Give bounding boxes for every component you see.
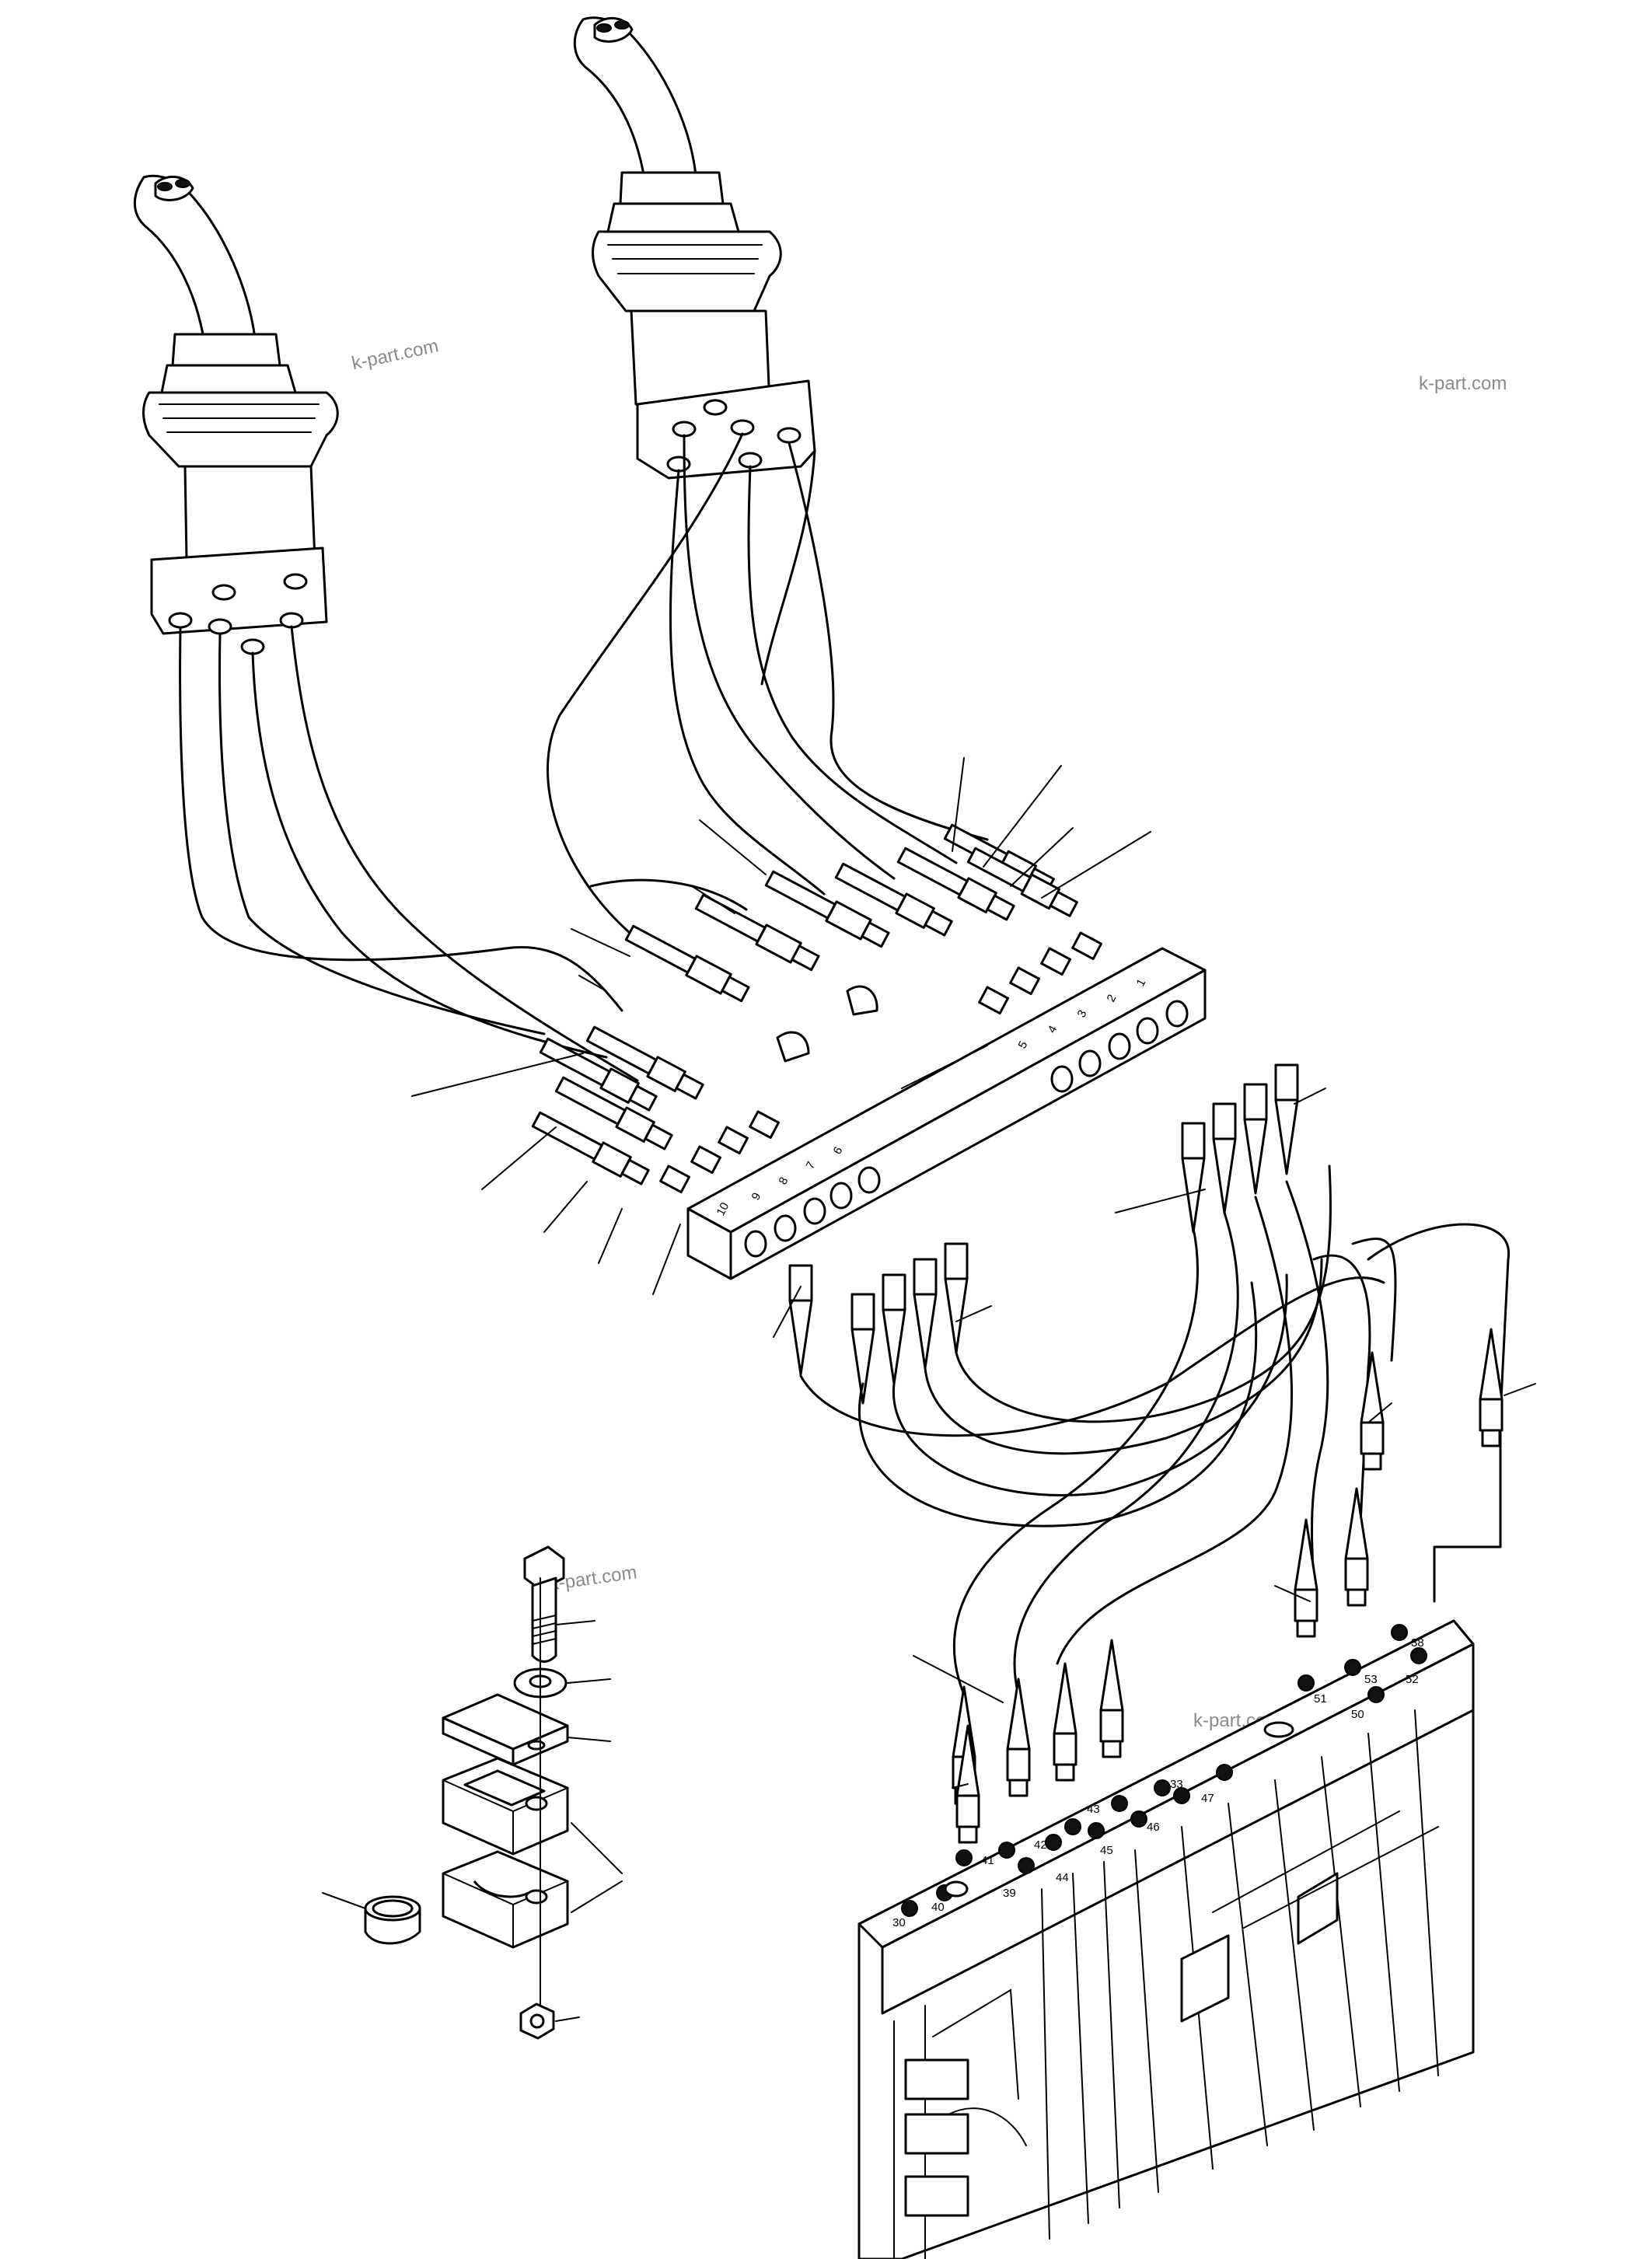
valve-port-45: 45	[1100, 1844, 1113, 1857]
valve-port-41: 41	[981, 1854, 994, 1867]
lower-hoses	[799, 1164, 1511, 1696]
hose-clamp-assembly	[364, 1545, 569, 2040]
valve-port-52: 52	[1406, 1673, 1419, 1686]
pilot-hoses	[179, 432, 989, 1082]
valve-port-53: 53	[1364, 1673, 1378, 1686]
manifold-adapters	[659, 931, 1102, 1194]
hose-fittings-left	[531, 823, 1078, 1185]
valve-port-43: 43	[1087, 1803, 1100, 1816]
valve-port-30: 30	[892, 1916, 906, 1929]
manifold-port-10: 10	[714, 1200, 732, 1218]
callout-leaders	[322, 757, 1536, 2022]
valve-port-39: 39	[1003, 1887, 1016, 1900]
valve-port-42: 42	[1034, 1838, 1047, 1852]
control-valve: 30 40 41 39 42 44 43 45 46 33 47 51 53 3…	[857, 1619, 1475, 2259]
valve-port-38: 38	[1411, 1636, 1424, 1650]
valve-port-46: 46	[1147, 1821, 1160, 1834]
valve-port-47: 47	[1201, 1792, 1214, 1805]
valve-port-50: 50	[1351, 1708, 1364, 1721]
valve-port-40: 40	[931, 1901, 945, 1914]
hydraulic-manifold: 10 9 8 7 6 5 4 3 2 1	[686, 947, 1207, 1280]
left-joystick	[133, 174, 339, 655]
valve-port-33: 33	[1170, 1778, 1183, 1791]
right-joystick	[573, 16, 816, 480]
valve-port-44: 44	[1056, 1871, 1069, 1884]
watermark-2: k-part.com	[1419, 373, 1507, 394]
valve-port-51: 51	[1314, 1692, 1327, 1706]
manifold-outlet-hoses	[788, 1063, 1299, 1405]
valve-port-caps	[901, 1624, 1427, 1917]
valve-inlet-fittings	[952, 1328, 1504, 1844]
